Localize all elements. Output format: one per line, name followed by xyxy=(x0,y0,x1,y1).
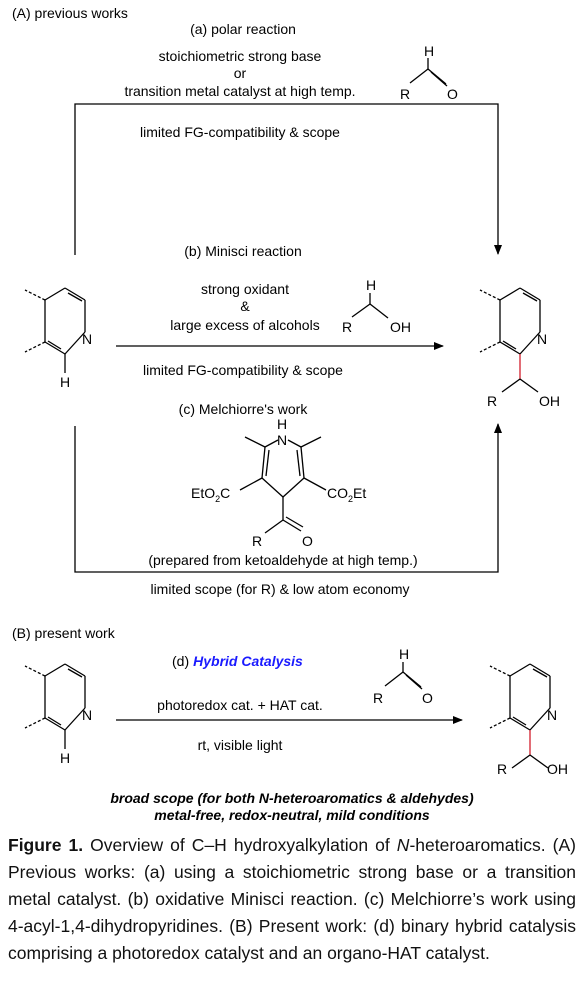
product-a-n-atom: N xyxy=(537,331,547,347)
aldehyde-structure-bottom: H R O xyxy=(373,646,433,706)
product-a-oh-group: OH xyxy=(539,393,560,409)
path-d-label: (d)Hybrid Catalysis xyxy=(172,653,303,669)
product-structure-b xyxy=(489,663,551,769)
path-c-limitation: limited scope (for R) & low atom economy xyxy=(150,581,409,597)
dihydropyridine-structure xyxy=(239,436,327,534)
dhp-ester-left: EtO2C xyxy=(191,485,230,504)
path-a-condition-2: or xyxy=(234,65,247,81)
pyridine-b-h-atom: H xyxy=(60,750,70,766)
path-a-limitation: limited FG-compatibility & scope xyxy=(140,124,340,140)
svg-text:H: H xyxy=(366,277,376,293)
path-b-condition-1: strong oxidant xyxy=(201,281,289,297)
pyridine-substrate-a xyxy=(24,287,86,373)
pyridine-b-n-atom: N xyxy=(82,707,92,723)
path-a-condition-3: transition metal catalyst at high temp. xyxy=(124,83,355,99)
dhp-ester-right: CO2Et xyxy=(327,485,366,504)
alcohol-structure: H R OH xyxy=(342,277,411,335)
dhp-nh-hydrogen: H xyxy=(277,416,287,432)
caption-italic-n: N xyxy=(396,835,410,855)
path-c-label: (c) Melchiorre's work xyxy=(179,401,309,417)
section-b-title: (B) present work xyxy=(12,625,116,641)
product-structure-a xyxy=(479,287,541,393)
aldehyde-structure-top: H R O xyxy=(400,43,458,102)
path-a-condition-1: stoichiometric strong base xyxy=(159,48,322,64)
dhp-o-atom: O xyxy=(302,533,313,549)
dhp-r-group: R xyxy=(252,533,262,549)
summary-line-1: broad scope (for both N-heteroaromatics … xyxy=(110,790,474,806)
path-b-condition-3: large excess of alcohols xyxy=(170,317,319,333)
path-a-arrow xyxy=(74,103,502,255)
caption-label: Figure 1. xyxy=(8,835,84,855)
reaction-scheme: (A) previous works (a) polar reaction st… xyxy=(12,5,568,823)
path-d-condition-2: rt, visible light xyxy=(198,737,283,753)
svg-text:R: R xyxy=(400,86,410,102)
path-b-label: (b) Minisci reaction xyxy=(184,243,301,259)
svg-text:OH: OH xyxy=(390,319,411,335)
summary-line-2: metal-free, redox-neutral, mild conditio… xyxy=(154,807,430,823)
path-c-arrow xyxy=(74,423,502,573)
path-d-condition-1: photoredox cat. + HAT cat. xyxy=(157,697,323,713)
svg-text:O: O xyxy=(422,690,433,706)
svg-text:R: R xyxy=(342,319,352,335)
product-a-r-group: R xyxy=(487,393,497,409)
svg-text:R: R xyxy=(373,690,383,706)
path-c-preparation: (prepared from ketoaldehyde at high temp… xyxy=(148,552,417,568)
figure-caption: Figure 1. Overview of C–H hydroxyalkylat… xyxy=(8,832,576,967)
svg-text:O: O xyxy=(447,86,458,102)
path-b-condition-2: & xyxy=(240,298,250,314)
svg-text:H: H xyxy=(424,43,434,59)
caption-text-1: Overview of C–H hydroxyalkylation of xyxy=(83,835,397,855)
pyridine-a-n-atom: N xyxy=(82,331,92,347)
pyridine-a-h-atom: H xyxy=(60,374,70,390)
product-b-r-group: R xyxy=(497,761,507,777)
caption-text-2: -heteroaromatics. (A) Previous works: (a… xyxy=(8,835,576,963)
svg-text:H: H xyxy=(399,646,409,662)
section-a-title: (A) previous works xyxy=(12,5,128,21)
pyridine-substrate-b xyxy=(24,663,86,749)
product-b-oh-group: OH xyxy=(547,761,568,777)
path-a-label: (a) polar reaction xyxy=(190,21,296,37)
product-b-n-atom: N xyxy=(547,707,557,723)
dhp-n-atom: N xyxy=(277,432,287,448)
path-b-limitation: limited FG-compatibility & scope xyxy=(143,362,343,378)
